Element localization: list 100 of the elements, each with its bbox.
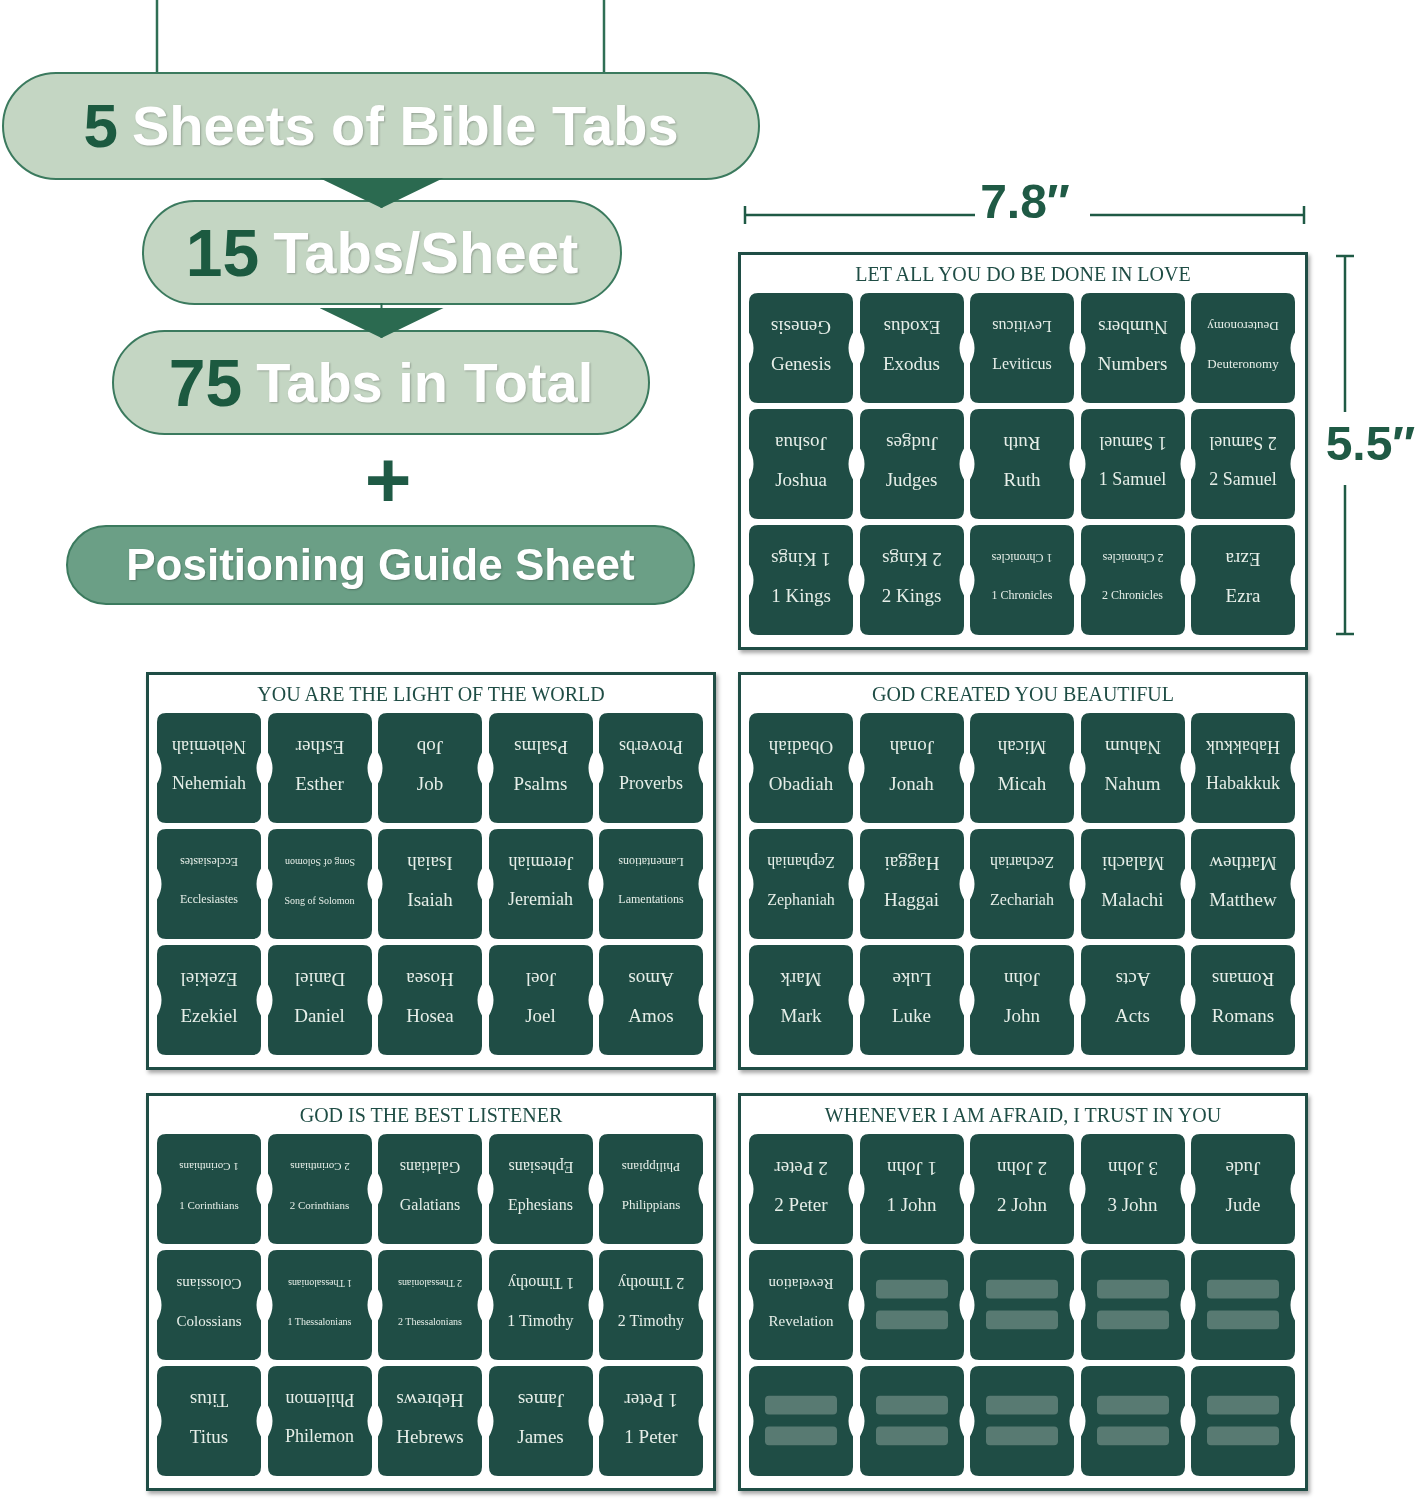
tab-label: 2 Timothy: [616, 1312, 686, 1330]
tab-label: Philemon: [284, 1427, 355, 1447]
upside-down-tab-label: Isaiah: [406, 851, 454, 873]
tab-label: Deuteronomy: [1206, 356, 1280, 372]
tab-sheet: [738, 672, 1308, 1070]
tab-label: 1 Corinthians: [178, 1198, 240, 1212]
banner-text: Sheets of Bible Tabs: [131, 98, 679, 154]
dimension-label: 5.5″: [1324, 420, 1417, 468]
upside-down-tab-label: 1 Peter: [623, 1388, 679, 1410]
upside-down-tab-label: 3 John: [1106, 1156, 1159, 1178]
upside-down-tab-label: Philippians: [620, 1159, 682, 1175]
upside-down-tab-label: Nahum: [1103, 735, 1162, 757]
upside-down-tab-label: 2 John: [995, 1156, 1049, 1178]
upside-down-tab-label: 2 Peter: [773, 1156, 829, 1178]
tab-label: Leviticus: [991, 355, 1053, 373]
tab-sheet: [738, 1093, 1308, 1491]
tab-label: Galatians: [398, 1196, 462, 1214]
sheet-title: YOU ARE THE LIGHT OF THE WORLD: [256, 683, 606, 706]
tab-label: 1 Samuel: [1097, 470, 1168, 490]
upside-down-tab-label: Revelation: [767, 1274, 835, 1292]
upside-down-tab-label: 1 Thessalonians: [286, 1277, 353, 1289]
tab-label: Hebrews: [395, 1426, 465, 1448]
tab-label: Ruth: [1002, 469, 1042, 491]
tab-label: Song of Solomon: [283, 894, 356, 906]
upside-down-tab-label: Ephesians: [507, 1158, 574, 1176]
arrow: [319, 302, 444, 339]
tab-label: Micah: [996, 773, 1048, 795]
tab-label: Acts: [1114, 1005, 1151, 1027]
upside-down-tab-label: Nehemiah: [171, 736, 247, 756]
upside-down-tab-label: John: [1003, 967, 1041, 989]
tab-label: Zechariah: [989, 891, 1055, 909]
upside-down-tab-label: 1 Kings: [770, 547, 832, 569]
upside-down-tab-label: Habakkuk: [1205, 736, 1281, 756]
upside-down-tab-label: Hebrews: [395, 1388, 465, 1410]
tab-label: 1 Thessalonians: [286, 1315, 353, 1327]
tab-label: John: [1003, 1005, 1041, 1027]
tab-label: Joel: [524, 1005, 557, 1027]
tab-label: Ezekiel: [179, 1005, 239, 1027]
upside-down-tab-label: Romans: [1210, 967, 1276, 989]
tab-label: Job: [415, 773, 445, 795]
upside-down-tab-label: James: [516, 1388, 565, 1410]
tab-label: Proverbs: [618, 774, 684, 794]
tab-label: Ecclesiastes: [179, 893, 239, 907]
upside-down-tab-label: 1 John: [885, 1156, 938, 1178]
upside-down-tab-label: 2 Thessalonians: [397, 1277, 463, 1289]
tab-label: Amos: [627, 1005, 675, 1027]
tab-label: 1 Peter: [623, 1426, 679, 1448]
tab-label: 2 Chronicles: [1101, 589, 1164, 603]
upside-down-tab-label: 1 Samuel: [1097, 432, 1168, 452]
upside-down-tab-label: Deuteronomy: [1206, 318, 1280, 334]
upside-down-tab-label: Joel: [524, 967, 557, 989]
tab-label: Romans: [1210, 1005, 1276, 1027]
tab-label: 1 Chronicles: [990, 589, 1054, 603]
upside-down-tab-label: 1 Chronicles: [990, 551, 1054, 565]
dimension-label: 7.8″: [979, 178, 1071, 226]
tab-sheet: [738, 252, 1308, 650]
upside-down-tab-label: Obadiah: [767, 735, 835, 757]
tab-label: Habakkuk: [1205, 774, 1281, 794]
tab-label: Nehemiah: [171, 774, 247, 794]
upside-down-tab-label: Philemon: [284, 1389, 355, 1409]
tab-label: Matthew: [1208, 889, 1278, 911]
upside-down-tab-label: Daniel: [293, 967, 346, 989]
tab-label: Daniel: [293, 1005, 346, 1027]
upside-down-tab-label: 1 Corinthians: [178, 1160, 240, 1174]
banner-text: Tabs in Total: [256, 354, 594, 411]
upside-down-tab-label: 2 Chronicles: [1101, 551, 1164, 565]
tab-label: Hosea: [405, 1005, 455, 1027]
upside-down-tab-label: Jonah: [888, 735, 935, 757]
upside-down-tab-label: Jude: [1224, 1156, 1262, 1178]
upside-down-tab-label: 2 Samuel: [1208, 432, 1278, 452]
tab-label: Ephesians: [507, 1196, 574, 1214]
upside-down-tab-label: Galatians: [398, 1158, 462, 1176]
tab-label: Joshua: [774, 469, 828, 491]
tab-label: 2 Peter: [773, 1194, 829, 1216]
upside-down-tab-label: Colossians: [175, 1274, 243, 1292]
tab-label: Genesis: [769, 353, 833, 375]
tab-label: Jude: [1224, 1194, 1262, 1216]
upside-down-tab-label: 2 Timothy: [616, 1274, 686, 1292]
sheet-title: GOD CREATED YOU BEAUTIFUL: [871, 683, 1175, 706]
upside-down-tab-label: Haggai: [883, 851, 940, 873]
upside-down-tab-label: Exodus: [882, 315, 941, 337]
tab-label: Philippians: [620, 1197, 682, 1213]
upside-down-tab-label: Jeremiah: [507, 852, 574, 872]
upside-down-tab-label: Acts: [1114, 967, 1152, 989]
upside-down-tab-label: Mark: [779, 967, 823, 989]
upside-down-tab-label: Zephaniah: [766, 853, 836, 871]
count-number: 75: [168, 349, 243, 416]
tab-label: Malachi: [1100, 889, 1165, 911]
arrow: [319, 177, 444, 209]
upside-down-tab-label: Luke: [891, 967, 933, 989]
tab-label: Revelation: [767, 1312, 835, 1330]
tab-label: Judges: [884, 469, 939, 491]
banner-text: Tabs/Sheet: [273, 223, 579, 282]
count-number: 15: [185, 219, 260, 286]
upside-down-tab-label: Ecclesiastes: [179, 855, 239, 869]
upside-down-tab-label: Ezekiel: [179, 967, 239, 989]
upside-down-tab-label: Hosea: [405, 967, 455, 989]
tab-label: James: [516, 1426, 565, 1448]
tab-label: Esther: [294, 773, 345, 795]
tab-label: Jonah: [888, 773, 935, 795]
